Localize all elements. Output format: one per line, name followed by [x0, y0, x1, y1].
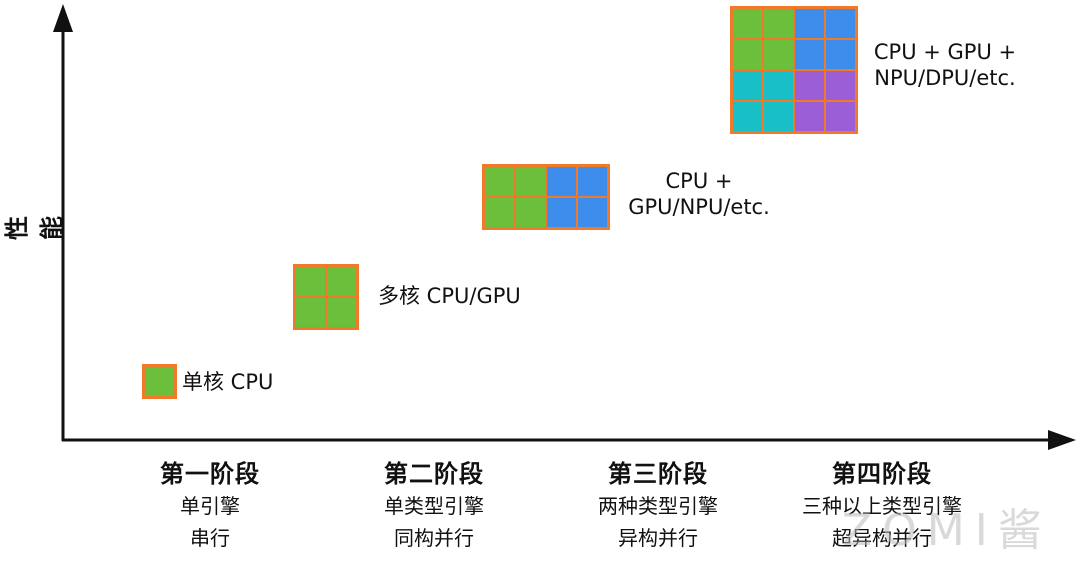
block-label-line: CPU + GPU + [873, 40, 1017, 64]
npu-core-cell [733, 102, 762, 131]
processor-blocks [142, 6, 858, 399]
stage-mode: 串行 [190, 526, 230, 550]
gpu-core-cell [547, 198, 576, 227]
cpu-core-cell [296, 298, 325, 327]
npu-core-cell [764, 71, 793, 100]
cpu-core-cell [485, 167, 514, 196]
gpu-core-cell [795, 9, 824, 38]
cpu-core-cell [733, 40, 762, 69]
cpu-core-cell [516, 167, 545, 196]
cpu-core-cell [145, 367, 174, 396]
dpu-core-cell [795, 71, 824, 100]
stage-title: 第四阶段 [832, 460, 932, 488]
stage-title: 第一阶段 [160, 460, 260, 488]
stage-mode: 同构并行 [394, 526, 474, 550]
cpu-core-cell [764, 9, 793, 38]
stage-engine: 单类型引擎 [384, 494, 484, 518]
gpu-core-cell [826, 40, 855, 69]
stage-engine: 三种以上类型引擎 [802, 494, 962, 518]
gpu-core-cell [547, 167, 576, 196]
block-label-single-core: 单核 CPU [182, 369, 273, 395]
cpu-core-cell [764, 40, 793, 69]
dpu-core-cell [826, 71, 855, 100]
stage-mode: 超异构并行 [832, 526, 932, 550]
stage-4: 第四阶段 三种以上类型引擎 超异构并行 [767, 458, 997, 554]
gpu-core-cell [826, 9, 855, 38]
cpu-core-cell [516, 198, 545, 227]
x-axis-arrow [1048, 430, 1076, 450]
y-axis-label: 性能 [3, 216, 66, 240]
npu-core-cell [764, 102, 793, 131]
block-label-line: CPU + [665, 169, 733, 193]
stage-engine: 单引擎 [180, 494, 240, 518]
three-type-block [730, 6, 858, 134]
stage-1: 第一阶段 单引擎 串行 [95, 458, 325, 554]
stage-2: 第二阶段 单类型引擎 同构并行 [319, 458, 549, 554]
single-core-block [142, 364, 177, 399]
gpu-core-cell [795, 40, 824, 69]
stage-3: 第三阶段 两种类型引擎 异构并行 [543, 458, 773, 554]
block-label-line: 多核 CPU/GPU [378, 284, 521, 308]
cpu-core-cell [485, 198, 514, 227]
stage-engine: 两种类型引擎 [598, 494, 718, 518]
cpu-core-cell [327, 298, 356, 327]
block-label-three-types: CPU + GPU + NPU/DPU/etc. [862, 39, 1028, 91]
axes [53, 4, 1076, 450]
block-label-two-types: CPU + GPU/NPU/etc. [614, 168, 784, 220]
cpu-core-cell [327, 267, 356, 296]
block-label-multi-core: 多核 CPU/GPU [378, 283, 521, 309]
y-axis-arrow [53, 4, 73, 32]
stage-title: 第三阶段 [608, 460, 708, 488]
gpu-core-cell [578, 198, 607, 227]
two-type-block [482, 164, 610, 230]
stage-mode: 异构并行 [618, 526, 698, 550]
watermark-logo: ZOMI酱 [842, 505, 1052, 556]
dpu-core-cell [826, 102, 855, 131]
block-label-line: GPU/NPU/etc. [628, 195, 770, 219]
npu-core-cell [733, 71, 762, 100]
gpu-core-cell [578, 167, 607, 196]
block-label-line: 单核 CPU [182, 370, 274, 394]
dpu-core-cell [795, 102, 824, 131]
block-label-line: NPU/DPU/etc. [874, 66, 1016, 90]
multi-core-block [293, 264, 359, 330]
stage-title: 第二阶段 [384, 460, 484, 488]
cpu-core-cell [296, 267, 325, 296]
cpu-core-cell [733, 9, 762, 38]
